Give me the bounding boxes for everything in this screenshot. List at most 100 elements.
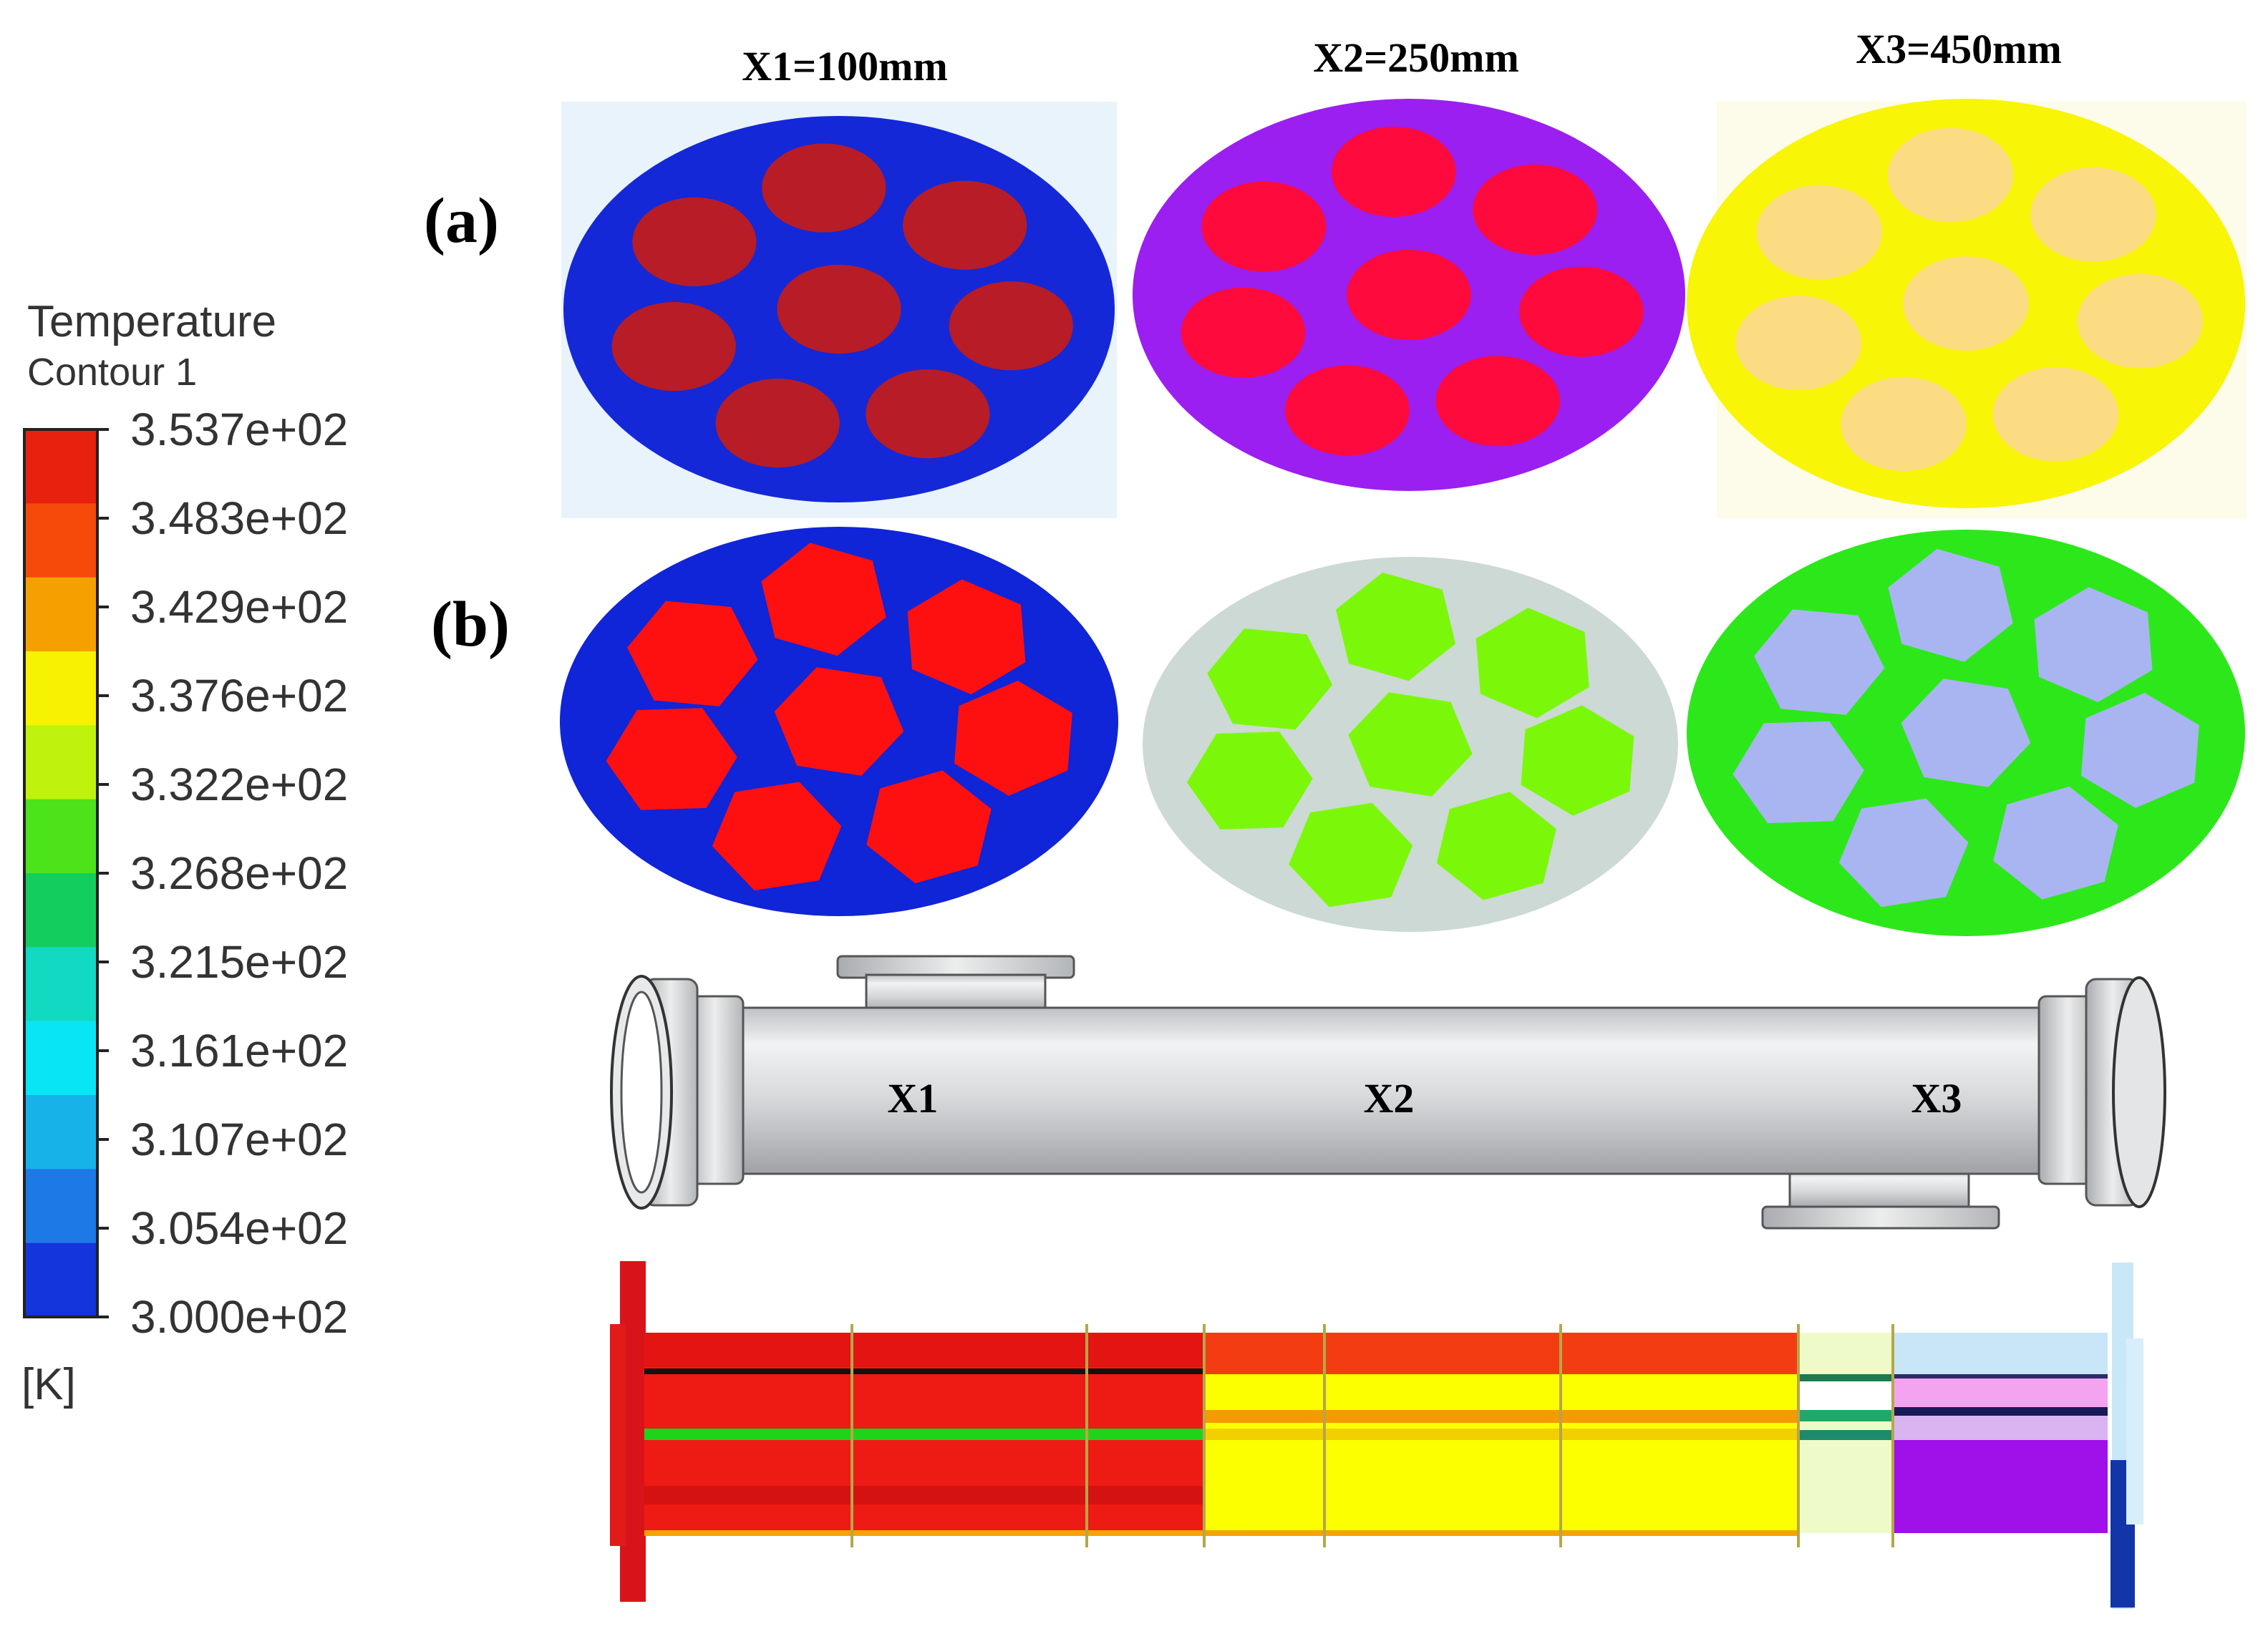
legend-band	[24, 577, 97, 652]
tube-circle	[1756, 185, 1883, 280]
cross-section-b-3	[1687, 530, 2245, 936]
tube-hexagon	[1207, 628, 1333, 730]
legend-band	[24, 429, 97, 505]
tube-circle	[2030, 167, 2156, 262]
tube-hexagon	[1901, 679, 2031, 787]
tube-hexagon	[606, 708, 737, 810]
legend-ticks: 3.537e+02 3.483e+02 3.429e+02 3.376e+02 3.32…	[97, 404, 348, 1343]
legend-title-line2: Contour 1	[27, 351, 197, 394]
marker-x3: X3	[1911, 1075, 1962, 1122]
cross-section-a-2	[1124, 99, 1690, 518]
tube-hexagon	[761, 543, 886, 656]
tube-hexagon	[1993, 786, 2118, 900]
legend: Temperature Contour 1 3.537e+02 3.483e+02…	[21, 297, 348, 1409]
legend-band	[24, 873, 97, 948]
legend-tick-label: 3.054e+02	[130, 1202, 348, 1254]
segment-transition	[1798, 1333, 1893, 1533]
tube-hexagon	[2081, 693, 2199, 808]
exchanger-3d-view: X1 X2 X3	[610, 955, 2166, 1230]
tube-hexagon	[1186, 731, 1313, 830]
shell-body	[714, 1006, 2063, 1175]
tube-hexagon	[1754, 609, 1885, 715]
legend-band	[24, 651, 97, 726]
tube-circle	[2077, 273, 2204, 369]
legend-tick-label: 3.161e+02	[130, 1025, 348, 1076]
tube-hexagon	[774, 667, 904, 776]
tube-circle	[762, 143, 886, 233]
tube-hexagon	[907, 579, 1026, 695]
inlet-nozzle	[836, 955, 1075, 1015]
legend-tick-label: 3.215e+02	[130, 936, 348, 988]
legend-tick-label: 3.322e+02	[130, 759, 348, 810]
tube-circle	[949, 281, 1073, 371]
tube-hexagon	[627, 600, 758, 706]
marker-x2: X2	[1364, 1075, 1415, 1122]
column-headers: X1=100mm X2=250mm X3=450mm	[742, 26, 2062, 89]
tube-circle	[1347, 249, 1471, 341]
tube-circle	[1903, 256, 2029, 351]
legend-band	[24, 1169, 97, 1244]
cross-sections-circular-tubes	[561, 99, 2247, 518]
tube-circle	[1992, 367, 2119, 462]
row-labels: (a) (b)	[424, 185, 510, 660]
column-label-x1: X1=100mm	[742, 43, 948, 89]
legend-tick-label: 3.537e+02	[130, 404, 348, 455]
tube-circle	[1331, 127, 1456, 218]
tube-hexagon	[1348, 692, 1473, 797]
legend-unit: [K]	[21, 1360, 76, 1409]
tube-hexagon	[2034, 587, 2153, 703]
cross-sections-hexagonal-tubes	[560, 527, 2245, 936]
segment-hot	[644, 1333, 1204, 1536]
tube-hexagon	[1475, 608, 1589, 719]
cross-section-b-1	[560, 527, 1118, 916]
row-label-a: (a)	[424, 185, 499, 256]
legend-band	[24, 799, 97, 874]
outlet-nozzle	[1761, 1168, 2000, 1230]
cross-section-a-3	[1687, 99, 2247, 518]
tube-circle	[1473, 165, 1598, 256]
tube-hexagon	[1436, 792, 1556, 900]
tube-circle	[1887, 127, 2014, 223]
column-label-x2: X2=250mm	[1313, 34, 1519, 81]
left-end-flange	[610, 975, 745, 1210]
legend-band	[24, 503, 97, 578]
tube-circle	[1201, 181, 1327, 272]
legend-tick-label: 3.268e+02	[130, 847, 348, 899]
tube-circle	[1519, 266, 1644, 357]
tube-hexagon	[866, 770, 992, 884]
tube-circle	[903, 180, 1027, 270]
legend-tick-label: 3.107e+02	[130, 1114, 348, 1165]
legend-colorbar	[23, 428, 99, 1318]
tube-hexagon	[1732, 721, 1864, 824]
tube-hexagon	[1289, 802, 1413, 908]
longitudinal-temperature-contour	[610, 1261, 2143, 1609]
row-label-b: (b)	[431, 589, 510, 660]
legend-tick-label: 3.483e+02	[130, 492, 348, 544]
tube-hexagon	[1335, 572, 1456, 681]
legend-tick-label: 3.000e+02	[130, 1291, 348, 1343]
legend-band	[24, 725, 97, 800]
legend-band	[24, 1243, 97, 1318]
tube-circle	[1435, 356, 1561, 447]
tube-hexagon	[954, 681, 1072, 796]
legend-band	[24, 1021, 97, 1096]
tube-circle	[777, 264, 901, 354]
marker-x1: X1	[888, 1075, 939, 1122]
tube-circle	[1841, 376, 1967, 472]
tube-circle	[632, 197, 757, 287]
legend-tick-label: 3.429e+02	[130, 581, 348, 633]
baffle-lines	[850, 1324, 1894, 1547]
cross-section-b-2	[1143, 557, 1678, 932]
legend-tick-label: 3.376e+02	[130, 670, 348, 721]
tube-hexagon	[1838, 798, 1969, 908]
cross-section-a-1	[561, 102, 1117, 518]
tube-hexagon	[1521, 705, 1634, 816]
legend-title-line1: Temperature	[27, 297, 276, 346]
tube-circle	[611, 302, 736, 392]
tube-circle	[1181, 287, 1306, 378]
right-end-flange	[2037, 976, 2166, 1208]
tube-circle	[1285, 365, 1410, 456]
tube-hexagon	[1888, 548, 2013, 662]
segment-warm	[1204, 1333, 1798, 1536]
